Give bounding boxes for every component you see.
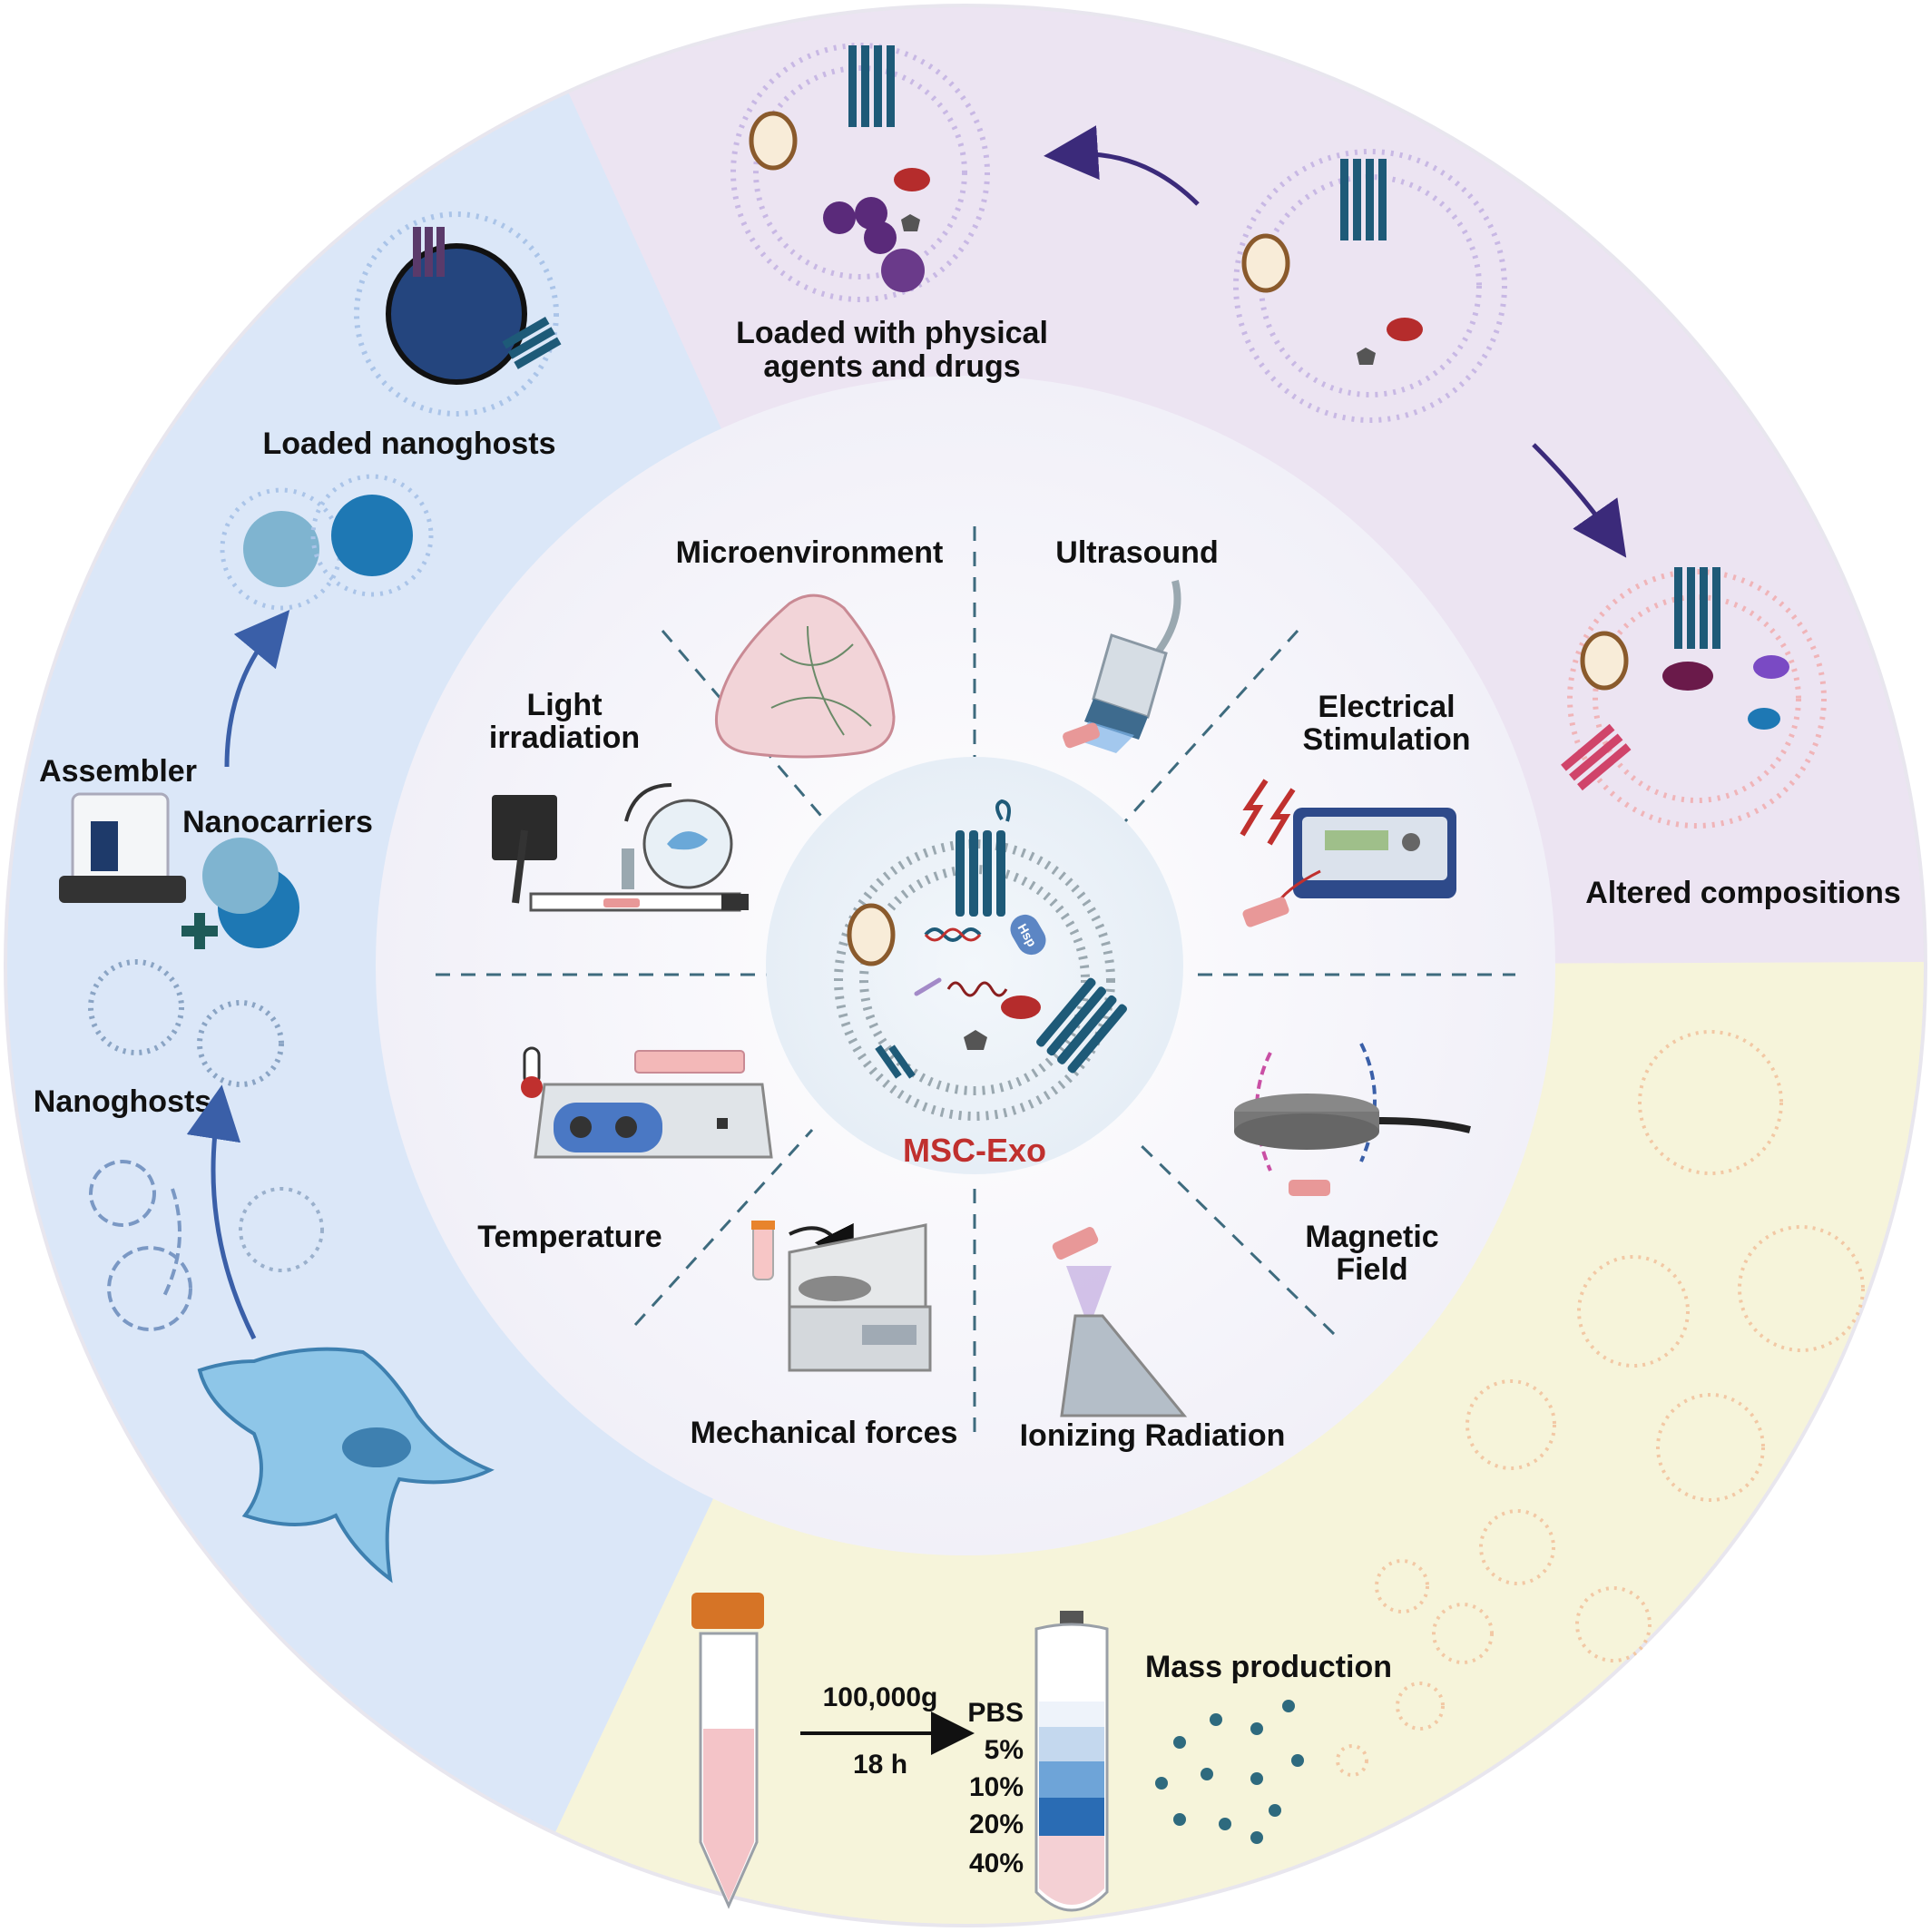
gradient-labels: PBS 5% 10% 20% 40% [967, 1698, 1024, 1878]
antibody-icon [875, 1044, 916, 1079]
label-electrical-1: Electrical [1318, 690, 1455, 724]
label-mechanical: Mechanical forces [691, 1416, 958, 1450]
loaded-nanoghost-icon [354, 211, 562, 417]
rna-icon [946, 981, 1008, 997]
dashed-dividers [436, 526, 1515, 1443]
hsp-icon: Hsp [1010, 914, 1046, 956]
label-light-2: irradiation [489, 721, 640, 755]
center-label: MSC-Exo [903, 1132, 1046, 1169]
label-ultrasound: Ultrasound [1055, 535, 1218, 570]
altered-exosome-icon [1561, 567, 1827, 829]
label-time: 18 h [853, 1750, 907, 1780]
light-irradiation-icon [492, 783, 749, 912]
dna-icon [924, 927, 982, 942]
label-altered-compositions: Altered compositions [1585, 876, 1901, 910]
label-loaded-agents-2: agents and drugs [763, 349, 1020, 384]
label-nanocarriers: Nanocarriers [182, 805, 373, 839]
lipid-droplet-icon [847, 903, 896, 966]
arrow-icon [186, 1084, 257, 1340]
small-molecule-icon [964, 1030, 987, 1050]
transmembrane-protein-icon [1036, 977, 1127, 1074]
hot-plate-icon [521, 1046, 773, 1159]
label-speed: 100,000g [823, 1682, 938, 1712]
particles-icon [1155, 1700, 1304, 1844]
center-exosome: Hsp MSC-Exo [766, 757, 1183, 1174]
electrical-stimulator-icon [1240, 779, 1456, 927]
label-magnetic-1: Magnetic [1305, 1220, 1438, 1254]
label-10-percent: 10% [969, 1772, 1024, 1802]
arrow-icon [1532, 443, 1627, 558]
label-temperature: Temperature [477, 1220, 662, 1254]
drug-loaded-exosome-icon [730, 43, 990, 302]
label-nanoghosts: Nanoghosts [34, 1084, 211, 1119]
protein-icon [1001, 995, 1041, 1019]
centrifuge-icon [751, 1221, 932, 1372]
label-loaded-agents-1: Loaded with physical [736, 316, 1048, 350]
gradient-tube-icon [1034, 1611, 1109, 1912]
native-exosome-icon [1233, 149, 1507, 423]
label-mass-production: Mass production [1145, 1650, 1392, 1684]
membrane-fragments-icon [89, 1160, 192, 1331]
label-20-percent: 20% [969, 1809, 1024, 1839]
label-magnetic-2: Field [1336, 1252, 1407, 1287]
conical-tube-icon [691, 1593, 764, 1909]
ultrasound-probe-icon [1063, 580, 1181, 753]
microenvironment-icon [714, 593, 896, 759]
label-40-percent: 40% [969, 1849, 1024, 1878]
plus-icon [181, 913, 218, 949]
label-microenvironment: Microenvironment [676, 535, 944, 570]
label-light-1: Light [526, 688, 602, 722]
transmembrane-protein-icon [956, 799, 1011, 917]
ionizing-radiation-icon [1052, 1227, 1188, 1417]
arrow-icon [224, 609, 290, 768]
inner-method-labels: Microenvironment Ultrasound Light irradi… [477, 535, 1470, 1453]
nanoghost-pair-icon [220, 474, 434, 611]
exosome-cloud-icon [1336, 1030, 1865, 1777]
arrow-icon [1044, 125, 1200, 206]
assembler-device-icon [59, 792, 186, 903]
label-loaded-nanoghosts: Loaded nanoghosts [263, 427, 556, 461]
label-electrical-2: Stimulation [1302, 722, 1470, 757]
nanocarriers-icon [202, 838, 299, 948]
msc-cell-icon [197, 1347, 495, 1584]
magnetic-field-icon [1234, 1043, 1471, 1196]
label-pbs: PBS [967, 1698, 1024, 1728]
label-ionizing: Ionizing Radiation [1020, 1418, 1286, 1453]
nanoghosts-icon [88, 959, 284, 1087]
membrane-debris-icon [239, 1187, 324, 1272]
label-assembler: Assembler [39, 754, 197, 789]
label-5-percent: 5% [985, 1735, 1024, 1765]
